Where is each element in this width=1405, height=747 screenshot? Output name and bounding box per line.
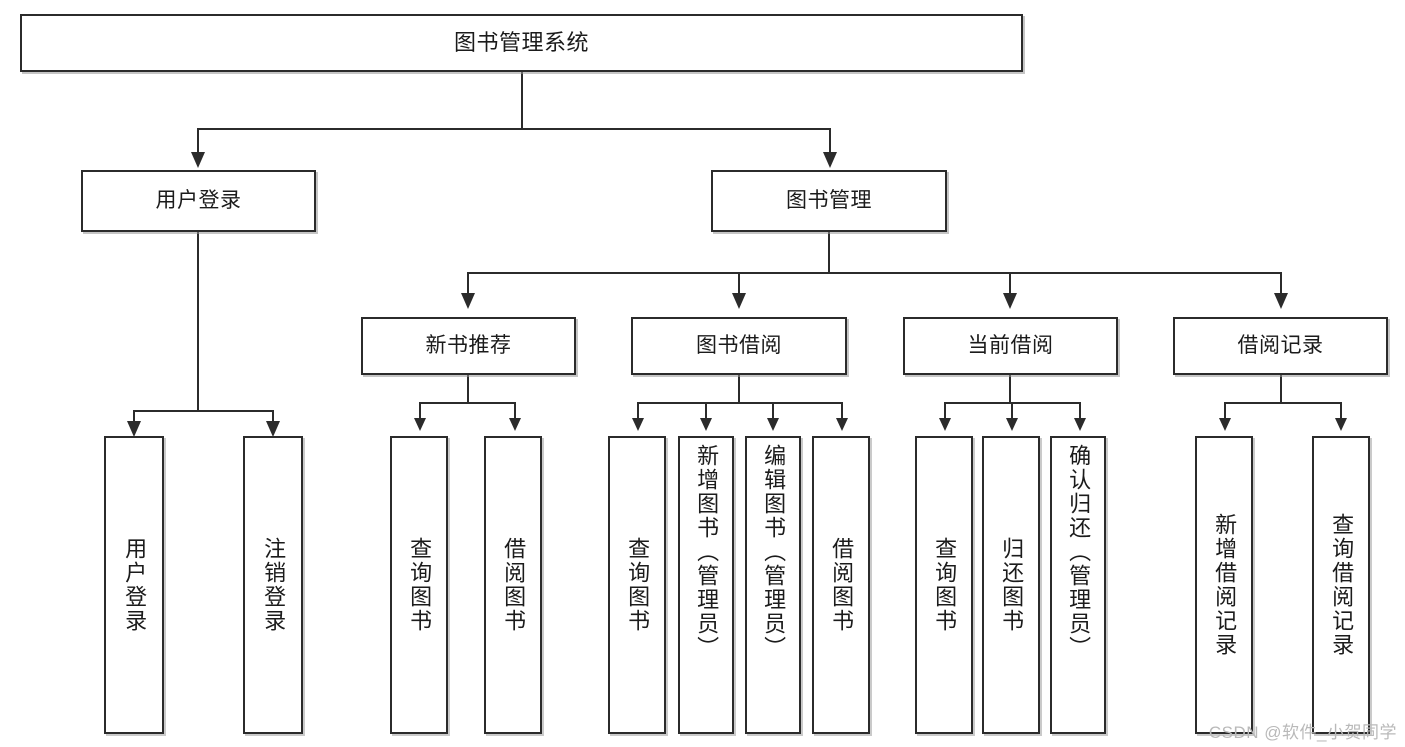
- arrowhead-bm-to-current-borrow: [1003, 293, 1017, 309]
- leaf-borrow-book-bb[interactable]: 借阅图书: [812, 436, 870, 734]
- connector-root-stem: [521, 72, 523, 129]
- arrowhead-cb-leaf1: [939, 418, 951, 431]
- leaf-label: 借阅图书: [501, 537, 527, 633]
- node-borrow-record[interactable]: 借阅记录: [1173, 317, 1388, 375]
- connector-cb-leaf2: [1011, 402, 1013, 420]
- connector-nbr-bus: [419, 402, 515, 404]
- connector-cb-stem: [1009, 375, 1011, 404]
- node-label: 当前借阅: [967, 333, 1054, 357]
- connector-nbr-leaf2: [514, 402, 516, 420]
- leaf-label: 确认归还（管理员）: [1066, 444, 1092, 660]
- arrowhead-cb-leaf3: [1074, 418, 1086, 431]
- connector-nbr-leaf1: [419, 402, 421, 420]
- node-label: 新书推荐: [425, 333, 512, 357]
- connector-book-management-bus: [467, 272, 1281, 274]
- connector-br-leaf2: [1340, 402, 1342, 420]
- arrowhead-bm-to-book-borrow: [732, 293, 746, 309]
- leaf-confirm-return-admin[interactable]: 确认归还（管理员）: [1050, 436, 1106, 734]
- arrowhead-nbr-leaf2: [509, 418, 521, 431]
- connector-bm-to-new-book: [467, 272, 469, 296]
- leaf-borrow-book-nbr[interactable]: 借阅图书: [484, 436, 542, 734]
- leaf-label: 编辑图书（管理员）: [761, 444, 787, 660]
- arrowhead-cb-leaf2: [1006, 418, 1018, 431]
- leaf-query-book-nbr[interactable]: 查询图书: [390, 436, 448, 734]
- connector-bb-leaf4: [841, 402, 843, 420]
- connector-book-management-stem: [828, 232, 830, 274]
- arrowhead-user-login-left: [127, 421, 141, 437]
- leaf-query-book-bb[interactable]: 查询图书: [608, 436, 666, 734]
- node-label: 图书管理系统: [453, 30, 589, 56]
- leaf-logout-login[interactable]: 注销登录: [243, 436, 303, 734]
- node-new-book-recommend[interactable]: 新书推荐: [361, 317, 576, 375]
- connector-user-login-bus: [133, 410, 272, 412]
- arrowhead-bb-leaf3: [767, 418, 779, 431]
- connector-br-leaf1: [1224, 402, 1226, 420]
- connector-user-login-left: [133, 410, 135, 424]
- node-label: 图书借阅: [696, 333, 782, 357]
- connector-bb-leaf1: [637, 402, 639, 420]
- connector-br-stem: [1280, 375, 1282, 404]
- connector-cb-leaf3: [1079, 402, 1081, 420]
- leaf-label: 新增图书（管理员）: [694, 444, 720, 660]
- connector-bb-leaf2: [705, 402, 707, 420]
- leaf-label: 用户登录: [122, 537, 148, 633]
- connector-root-to-user-login: [197, 128, 199, 154]
- connector-bb-bus: [637, 402, 842, 404]
- connector-user-login-right: [272, 410, 274, 424]
- leaf-edit-book-admin[interactable]: 编辑图书（管理员）: [745, 436, 801, 734]
- arrowhead-bm-to-new-book: [461, 293, 475, 309]
- connector-bm-to-current-borrow: [1009, 272, 1011, 296]
- csdn-watermark: CSDN @软件_小贺同学: [1208, 723, 1397, 742]
- connector-root-to-book-management: [829, 128, 831, 154]
- leaf-add-book-admin[interactable]: 新增图书（管理员）: [678, 436, 734, 734]
- connector-bm-to-borrow-record: [1280, 272, 1282, 296]
- connector-bb-leaf3: [772, 402, 774, 420]
- connector-br-bus: [1224, 402, 1341, 404]
- arrowhead-bm-to-borrow-record: [1274, 293, 1288, 309]
- node-current-borrow[interactable]: 当前借阅: [903, 317, 1118, 375]
- leaf-label: 注销登录: [261, 537, 287, 633]
- node-book-management-system[interactable]: 图书管理系统: [20, 14, 1023, 72]
- leaf-label: 借阅图书: [829, 537, 855, 633]
- node-book-borrow[interactable]: 图书借阅: [631, 317, 847, 375]
- leaf-query-book-cb[interactable]: 查询图书: [915, 436, 973, 734]
- node-label: 图书管理: [786, 188, 872, 212]
- connector-nbr-stem: [467, 375, 469, 404]
- node-label: 用户登录: [155, 188, 242, 212]
- connector-user-login-stem: [197, 232, 199, 412]
- leaf-add-borrow-record[interactable]: 新增借阅记录: [1195, 436, 1253, 734]
- leaf-query-borrow-record[interactable]: 查询借阅记录: [1312, 436, 1370, 734]
- arrowhead-user-login-right: [266, 421, 280, 437]
- connector-bb-stem: [738, 375, 740, 404]
- arrowhead-nbr-leaf1: [414, 418, 426, 431]
- node-label: 借阅记录: [1237, 333, 1324, 357]
- leaf-label: 查询图书: [625, 537, 651, 633]
- leaf-label: 查询借阅记录: [1329, 513, 1355, 657]
- leaf-return-book[interactable]: 归还图书: [982, 436, 1040, 734]
- arrowhead-br-leaf2: [1335, 418, 1347, 431]
- leaf-label: 查询图书: [932, 537, 958, 633]
- leaf-label: 查询图书: [407, 537, 433, 633]
- node-book-management[interactable]: 图书管理: [711, 170, 947, 232]
- node-user-login[interactable]: 用户登录: [81, 170, 316, 232]
- connector-cb-leaf1: [944, 402, 946, 420]
- connector-root-bus: [197, 128, 831, 130]
- arrowhead-bb-leaf2: [700, 418, 712, 431]
- leaf-user-login[interactable]: 用户登录: [104, 436, 164, 734]
- arrowhead-bb-leaf4: [836, 418, 848, 431]
- leaf-label: 新增借阅记录: [1212, 513, 1238, 657]
- leaf-label: 归还图书: [999, 537, 1025, 633]
- arrowhead-root-to-book-management: [823, 152, 837, 168]
- connector-bm-to-book-borrow: [738, 272, 740, 296]
- arrowhead-root-to-user-login: [191, 152, 205, 168]
- arrowhead-bb-leaf1: [632, 418, 644, 431]
- arrowhead-br-leaf1: [1219, 418, 1231, 431]
